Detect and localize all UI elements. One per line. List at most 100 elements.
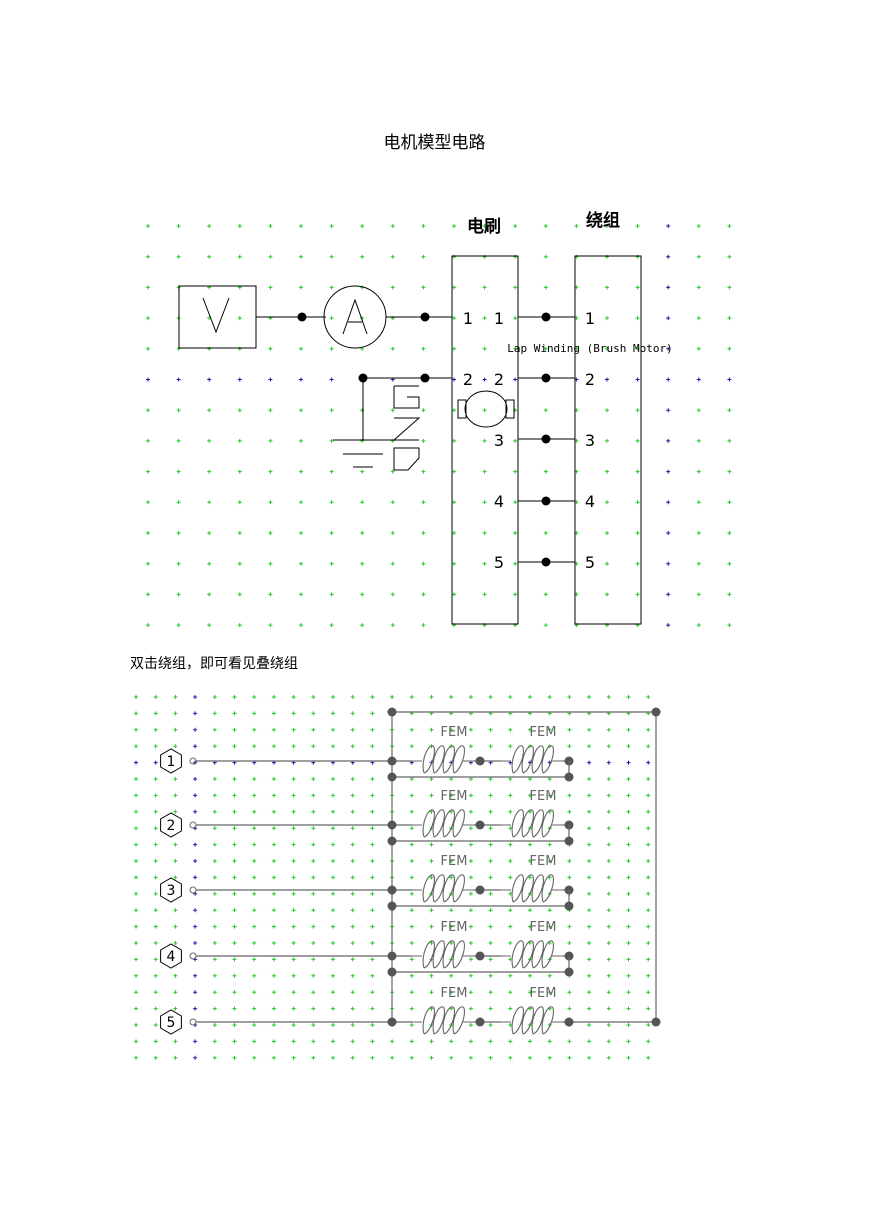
port-hexagon[interactable]: [160, 748, 182, 774]
grid-mark: [409, 924, 414, 929]
grid-mark: [331, 924, 335, 929]
grid-mark: [370, 727, 375, 732]
grid-mark: [193, 793, 198, 798]
grid-mark: [271, 957, 276, 962]
grid-mark: [134, 1039, 138, 1044]
grid-mark: [482, 285, 487, 290]
grid-mark: [429, 941, 434, 945]
grid-mark: [626, 727, 631, 732]
grid-mark: [291, 826, 296, 831]
coil-symbol: [501, 940, 563, 969]
grid-mark: [176, 438, 181, 443]
grid-mark: [350, 809, 355, 814]
port-hexagon[interactable]: [160, 1009, 182, 1035]
grid-mark: [232, 777, 237, 781]
grid-mark: [268, 500, 273, 505]
grid-mark: [567, 809, 572, 814]
grid-mark: [468, 859, 473, 863]
grid-mark: [468, 973, 473, 978]
grid-mark: [370, 973, 375, 978]
grid-mark: [252, 711, 257, 716]
grid-mark: [449, 990, 454, 995]
grid-mark: [626, 990, 631, 995]
grid-mark: [587, 826, 592, 831]
grid-mark: [543, 623, 548, 628]
grid-mark: [370, 842, 375, 847]
grid-mark: [626, 941, 631, 945]
port-hexagon[interactable]: [160, 943, 182, 969]
brush-block[interactable]: [451, 255, 519, 625]
grid-mark: [468, 777, 473, 781]
grid-mark: [606, 793, 611, 798]
grid-mark: [606, 1006, 611, 1011]
grid-mark: [409, 826, 414, 831]
grid-mark: [482, 592, 487, 597]
grid-mark: [311, 842, 316, 847]
grid-mark: [409, 1039, 414, 1044]
voltmeter[interactable]: [178, 285, 257, 349]
grid-mark: [232, 908, 237, 913]
grid-mark: [626, 924, 631, 929]
grid-mark: [331, 793, 335, 798]
grid-mark: [508, 990, 513, 995]
grid-mark: [153, 760, 158, 765]
grid-mark: [299, 438, 303, 443]
grid-mark: [567, 875, 572, 880]
grid-mark: [271, 1006, 276, 1011]
grid-mark: [468, 695, 473, 699]
grid-mark: [252, 744, 257, 749]
grid-mark: [635, 316, 640, 321]
grid-mark: [153, 842, 158, 847]
grid-mark: [252, 1039, 257, 1044]
grid-mark: [212, 777, 217, 781]
grid-mark: [271, 875, 276, 880]
grid-mark: [421, 561, 426, 566]
junction-node: [475, 885, 485, 895]
grid-mark: [370, 875, 375, 880]
grid-mark: [237, 500, 242, 505]
grid-mark: [331, 957, 335, 962]
grid-mark: [409, 891, 414, 896]
grid-mark: [329, 531, 334, 535]
grid-mark: [329, 224, 334, 228]
motor-icon: [457, 390, 515, 428]
grid-mark: [252, 842, 257, 847]
caption: 双击绕组，即可看见叠绕组: [130, 656, 298, 672]
grid-mark: [370, 908, 375, 913]
grid-mark: [153, 793, 158, 798]
grid-mark: [350, 1023, 355, 1027]
grid-mark: [587, 1055, 592, 1060]
grid-mark: [360, 531, 365, 535]
grid-mark: [626, 809, 631, 814]
grid-mark: [488, 1039, 493, 1044]
grid-mark: [299, 285, 303, 290]
port-hexagon[interactable]: [160, 812, 182, 838]
grid-mark: [331, 711, 335, 716]
grid-mark: [212, 826, 217, 831]
grid-mark: [513, 316, 518, 321]
grid-mark: [299, 469, 303, 474]
winding-label: 绕组: [586, 210, 620, 231]
grid-mark: [146, 224, 150, 228]
grid-mark: [409, 957, 414, 962]
grid-mark: [409, 842, 414, 847]
junction-node: [387, 772, 397, 782]
grid-mark: [207, 408, 212, 413]
ammeter[interactable]: [323, 285, 387, 349]
grid-mark: [567, 1006, 572, 1011]
grid-mark: [567, 744, 572, 749]
grid-mark: [468, 875, 473, 880]
winding-block[interactable]: [574, 255, 642, 625]
grid-mark: [252, 891, 257, 896]
grid-mark: [207, 346, 212, 351]
port-hexagon[interactable]: [160, 877, 182, 903]
grid-mark: [606, 760, 611, 765]
grid-mark: [331, 908, 335, 913]
grid-mark: [176, 500, 181, 505]
brush-ext-pin-2: 2: [463, 370, 473, 389]
junction-node: [541, 434, 551, 444]
coil-symbol: [412, 745, 474, 774]
grid-mark: [666, 592, 671, 597]
brush-label: 电刷: [467, 216, 501, 237]
